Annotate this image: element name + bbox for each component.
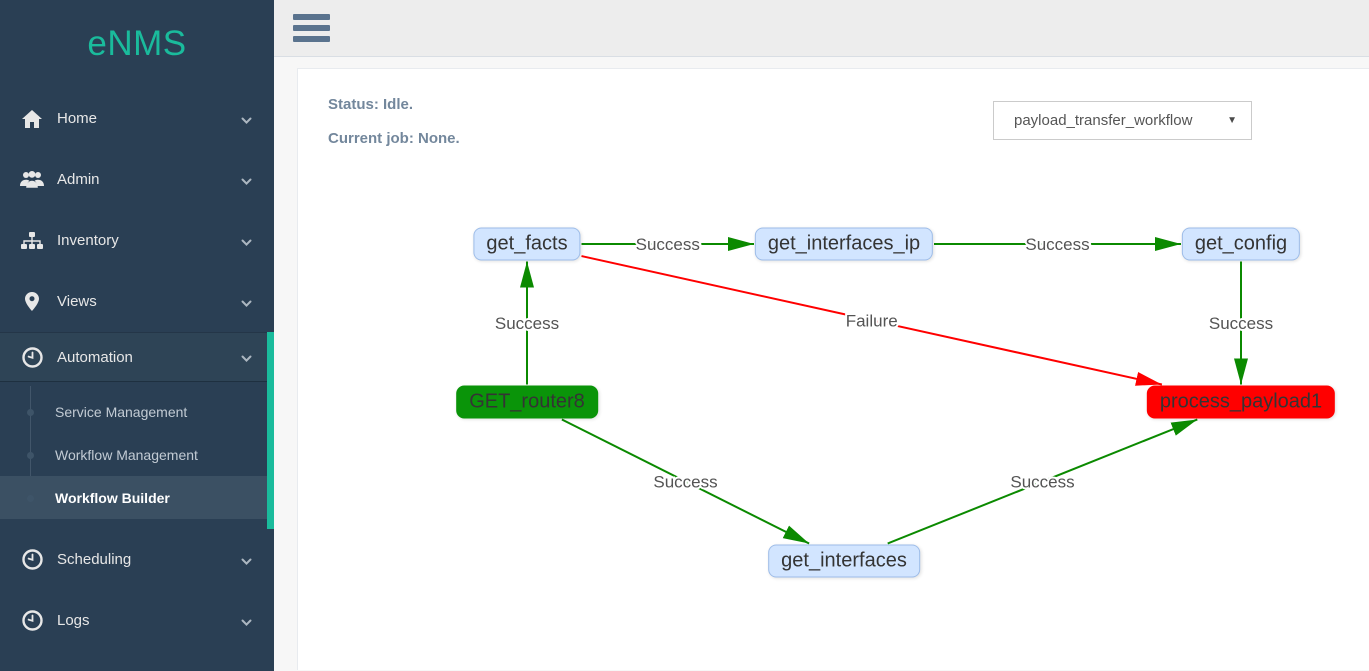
workflow-node-GET_router8[interactable]: GET_router8 bbox=[456, 385, 598, 419]
chevron-down-icon bbox=[241, 350, 252, 368]
sidebar-item-logs[interactable]: Logs bbox=[0, 590, 274, 651]
chevron-down-icon bbox=[241, 112, 252, 130]
sidebar-item-label: Automation bbox=[57, 348, 133, 366]
sidebar-subitem-label: Workflow Builder bbox=[55, 489, 170, 506]
status-text: Status: Idle. bbox=[328, 96, 414, 113]
sidebar-item-scheduling[interactable]: Scheduling bbox=[0, 529, 274, 590]
sidebar-item-label: Views bbox=[57, 293, 97, 310]
chevron-down-icon bbox=[241, 234, 252, 252]
caret-down-icon: ▼ bbox=[1227, 115, 1237, 126]
sidebar-item-automation[interactable]: Automation bbox=[0, 332, 274, 382]
workflow-select-value: payload_transfer_workflow bbox=[1014, 112, 1193, 129]
clock-icon bbox=[20, 549, 44, 570]
sidebar-subitem-label: Workflow Management bbox=[55, 446, 198, 463]
chevron-down-icon bbox=[241, 614, 252, 632]
workflow-edge-get_interfaces-to-process_payload1[interactable] bbox=[887, 418, 1198, 545]
sidebar-item-label: Home bbox=[57, 110, 98, 127]
workflow-node-get_interfaces[interactable]: get_interfaces bbox=[768, 544, 920, 578]
sidebar-item-views[interactable]: Views bbox=[0, 271, 274, 332]
sidebar-item-label: Admin bbox=[57, 171, 100, 188]
chevron-down-icon bbox=[241, 553, 252, 571]
top-navbar bbox=[274, 0, 1369, 57]
edge-label-get_facts-to-get_interfaces_ip: Success bbox=[636, 235, 700, 254]
status-block: Status: Idle. Current job: None. bbox=[328, 95, 460, 163]
clock-icon bbox=[20, 346, 44, 368]
sidebar-item-workflow-builder[interactable]: Workflow Builder bbox=[0, 476, 274, 519]
app-logo[interactable]: eNMS bbox=[87, 24, 187, 63]
menu-toggle-icon[interactable] bbox=[293, 14, 330, 42]
home-icon bbox=[20, 109, 44, 128]
edge-label-get_interfaces_ip-to-get_config: Success bbox=[1025, 235, 1089, 254]
sidebar-item-workflow-management[interactable]: Workflow Management bbox=[0, 433, 274, 476]
workflow-edge-GET_router8-to-get_interfaces[interactable] bbox=[561, 418, 810, 545]
sidebar-item-home[interactable]: Home bbox=[0, 88, 274, 149]
sitemap-icon bbox=[20, 231, 44, 250]
chevron-down-icon bbox=[241, 173, 252, 191]
current-job-text: Current job: None. bbox=[328, 130, 460, 147]
edge-label-get_facts-to-process_payload1: Failure bbox=[846, 311, 898, 330]
workflow-select[interactable]: payload_transfer_workflow ▼ bbox=[993, 101, 1252, 140]
map-marker-icon bbox=[20, 292, 44, 311]
sidebar-subitem-label: Service Management bbox=[55, 403, 188, 420]
users-icon bbox=[20, 171, 44, 188]
edge-label-get_interfaces-to-process_payload1: Success bbox=[1010, 473, 1074, 492]
workflow-node-process_payload1[interactable]: process_payload1 bbox=[1146, 385, 1336, 419]
edge-label-GET_router8-to-get_facts: Success bbox=[495, 314, 559, 333]
workflow-node-get_interfaces_ip[interactable]: get_interfaces_ip bbox=[754, 227, 934, 261]
edge-label-GET_router8-to-get_interfaces: Success bbox=[653, 473, 717, 492]
chevron-down-icon bbox=[241, 295, 252, 313]
sidebar-item-inventory[interactable]: Inventory bbox=[0, 210, 274, 271]
sidebar-item-service-management[interactable]: Service Management bbox=[0, 390, 274, 433]
workflow-node-get_facts[interactable]: get_facts bbox=[473, 227, 581, 261]
edge-label-get_config-to-process_payload1: Success bbox=[1209, 314, 1273, 333]
sidebar-item-admin[interactable]: Admin bbox=[0, 149, 274, 210]
clock-icon bbox=[20, 610, 44, 631]
sidebar-item-label: Logs bbox=[57, 612, 90, 629]
active-section-accent-bar bbox=[267, 332, 274, 529]
workflow-edge-get_facts-to-process_payload1[interactable] bbox=[581, 255, 1163, 386]
workflow-node-get_config[interactable]: get_config bbox=[1181, 227, 1301, 261]
sidebar-item-label: Inventory bbox=[57, 232, 119, 249]
sidebar-item-label: Scheduling bbox=[57, 551, 132, 568]
